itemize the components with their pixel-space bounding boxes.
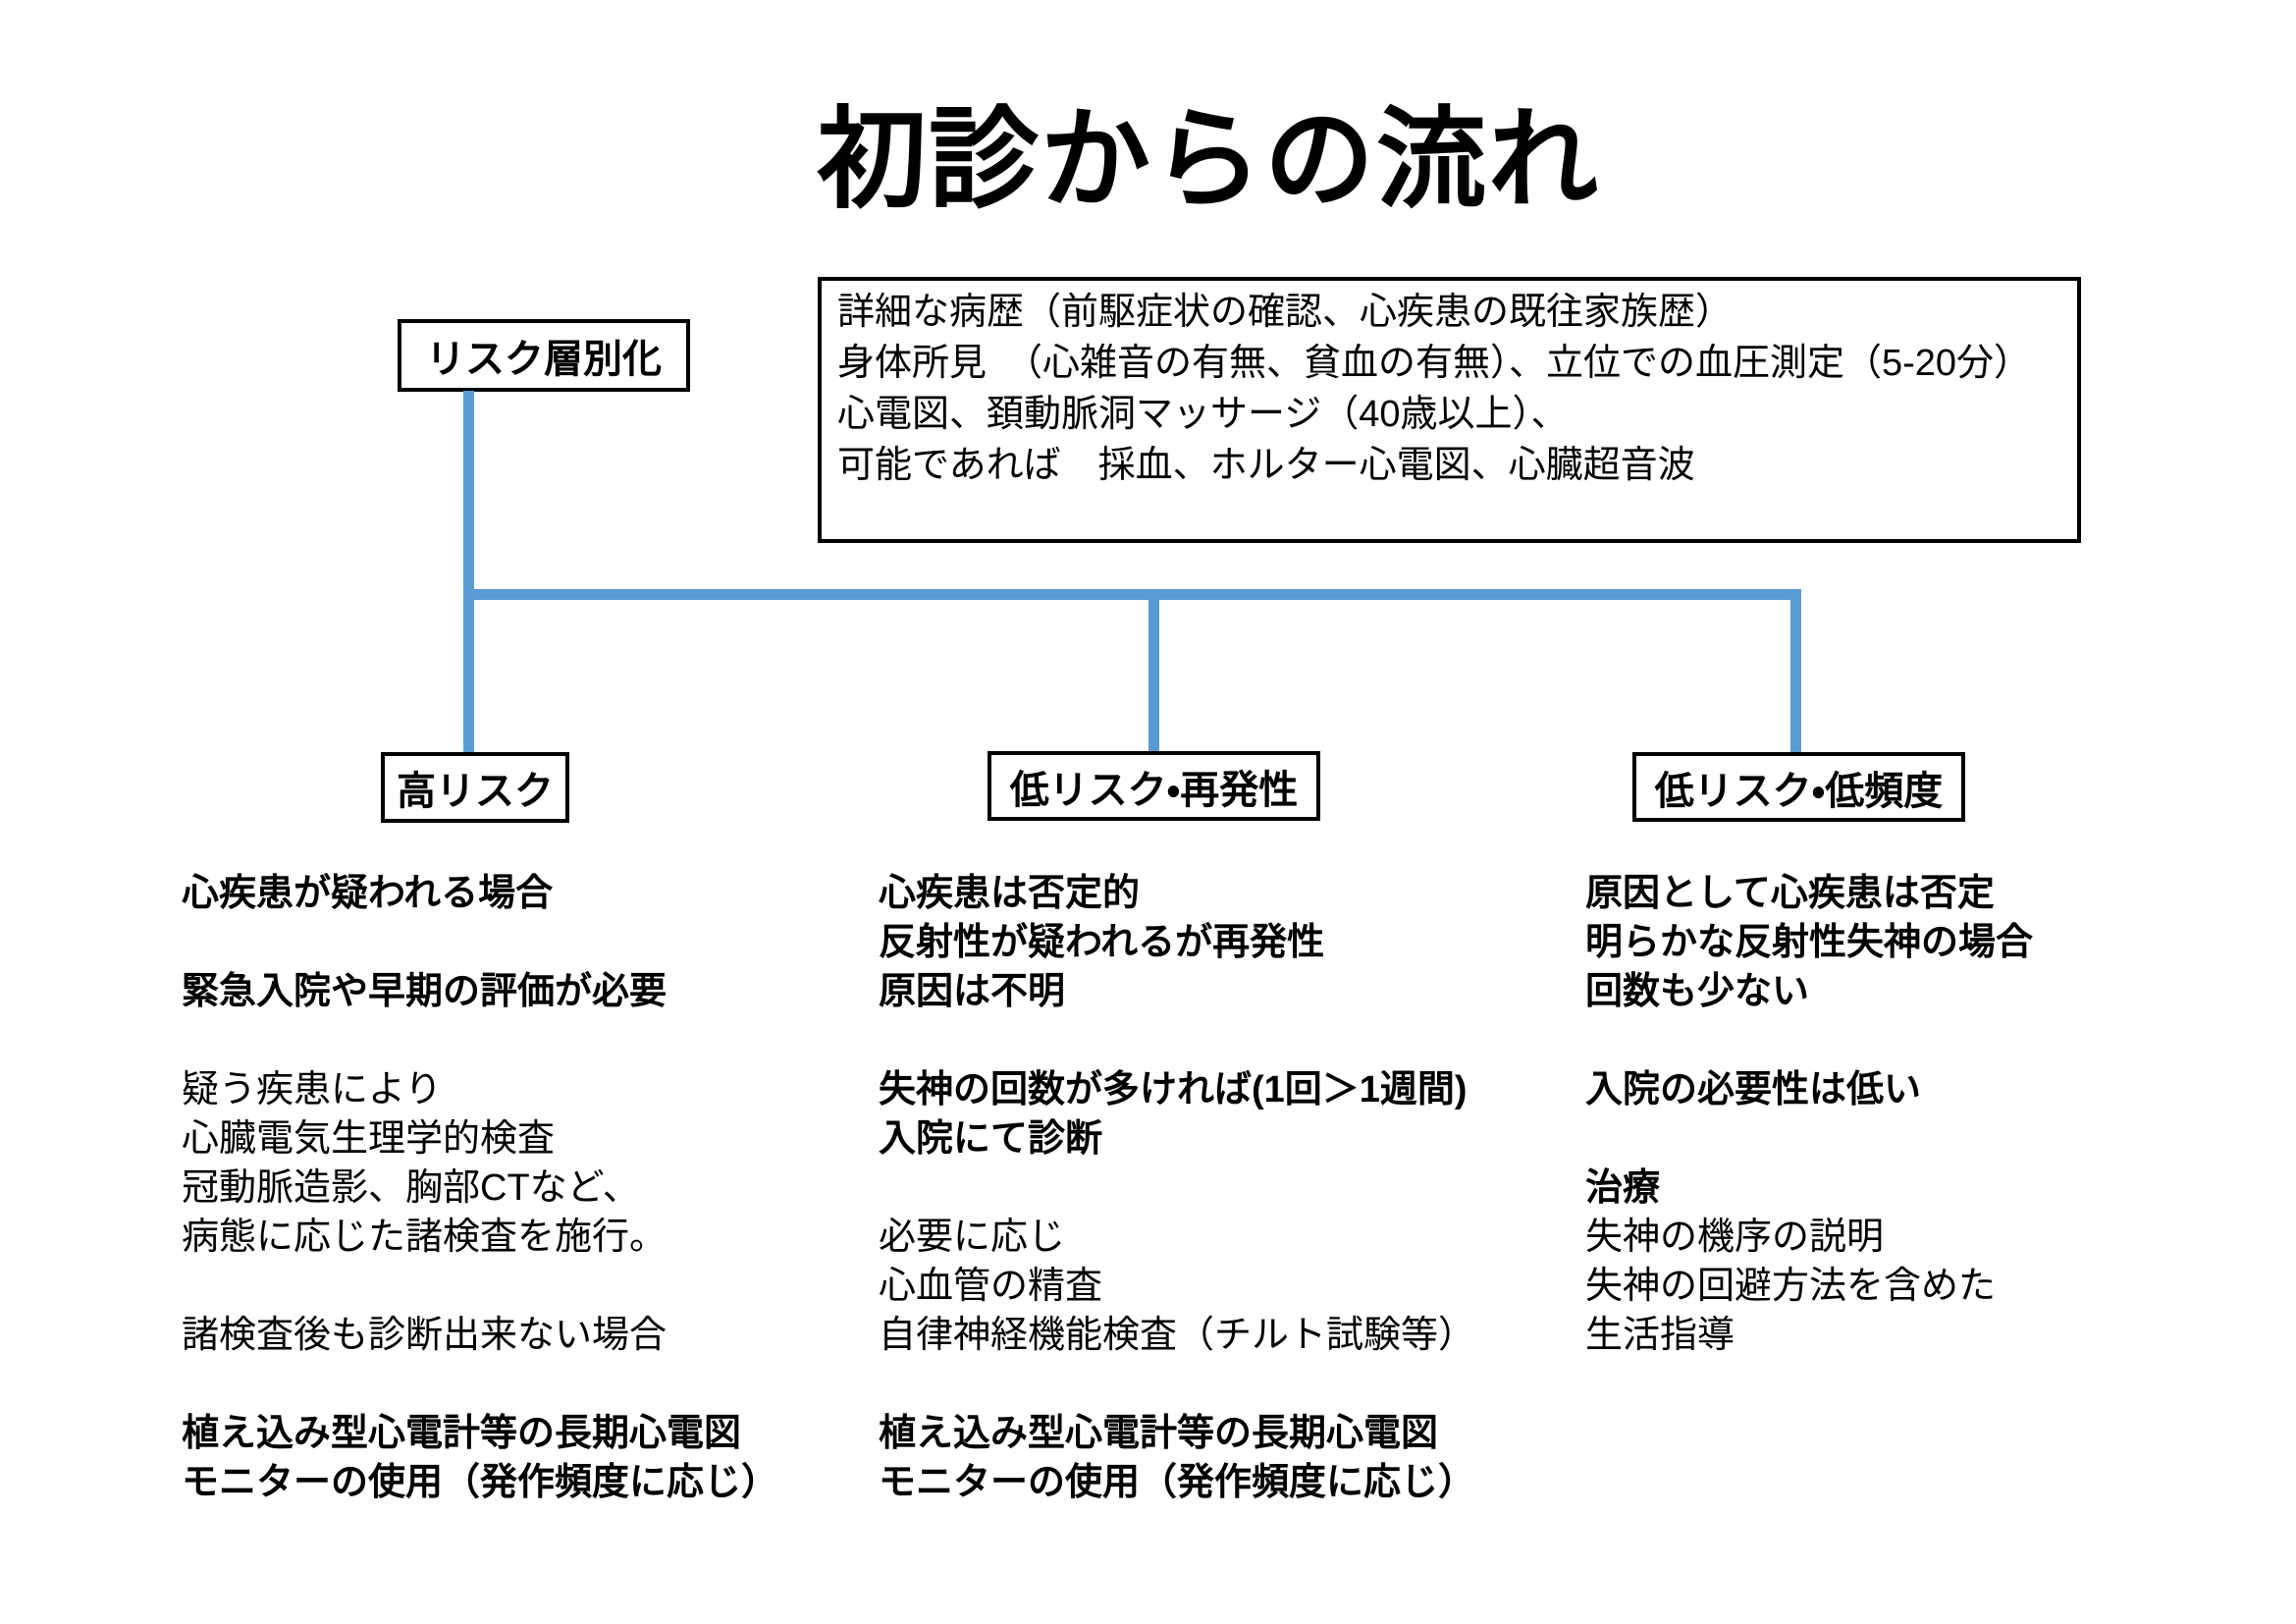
text-line — [1585, 1114, 2033, 1164]
text-line: 心疾患が疑われる場合 — [182, 873, 554, 914]
text-line — [182, 918, 778, 967]
connector-vertical-right — [1790, 589, 1801, 752]
text-line: 自律神経機能検査（チルト試験等） — [879, 1315, 1476, 1356]
text-line: モニターの使用（発作頻度に応じ） — [879, 1462, 1476, 1503]
text-line: 失神の回数が多ければ(1回＞1週間) — [879, 1069, 1468, 1110]
text-line: 心電図、頚動脈洞マッサージ（40歳以上）、 — [837, 394, 1569, 435]
text-line: モニターの使用（発作頻度に応じ） — [182, 1462, 779, 1503]
text-line: 可能であれば 採血、ホルター心電図、心臓超音波 — [837, 445, 1695, 486]
text-line: 植え込み型心電計等の長期心電図 — [182, 1413, 742, 1454]
column-high-risk: 心疾患が疑われる場合 緊急入院や早期の評価が必要 疑う疾患により心臓電気生理学的… — [182, 869, 778, 1507]
text-line: 冠動脈造影、胸部CTなど、 — [182, 1167, 640, 1209]
text-line: 明らかな反射性失神の場合 — [1585, 922, 2034, 963]
column-low-risk-infrequent: 原因として心疾患は否定明らかな反射性失神の場合回数も少ない 入院の必要性は低い … — [1585, 869, 2033, 1360]
branch-box-high-risk: 高リスク — [381, 752, 569, 823]
text-line — [1585, 1016, 2033, 1065]
text-line: 身体所見 （心雑音の有無、貧血の有無）、立位での血圧測定（5-20分） — [837, 343, 2032, 384]
page-title: 初診からの流れ — [817, 98, 1600, 221]
branch-box-low-risk-recurrent: 低リスク・再発性 — [988, 751, 1320, 821]
text-line — [879, 1164, 1475, 1213]
text-line — [182, 1360, 778, 1409]
text-line: 原因として心疾患は否定 — [1585, 873, 1995, 914]
text-line: 治療 — [1585, 1167, 1661, 1209]
text-line: 諸検査後も診断出来ない場合 — [182, 1315, 667, 1356]
connector-vertical-left — [463, 391, 474, 752]
text-line: 入院の必要性は低い — [1585, 1069, 1922, 1110]
text-line: 心臓電気生理学的検査 — [182, 1118, 556, 1160]
text-line: 緊急入院や早期の評価が必要 — [182, 971, 667, 1012]
text-line: 反射性が疑われるが再発性 — [879, 922, 1325, 963]
text-line: 病態に応じた諸検査を施行。 — [182, 1217, 667, 1258]
text-line: 入院にて診断 — [879, 1118, 1103, 1160]
risk-stratification-box: リスク層別化 — [398, 319, 690, 392]
text-line: 生活指導 — [1585, 1315, 1735, 1356]
text-line: 心血管の精査 — [879, 1266, 1103, 1307]
text-line — [182, 1016, 778, 1065]
connector-horizontal — [463, 589, 1801, 600]
text-line — [879, 1360, 1475, 1409]
text-line: 植え込み型心電計等の長期心電図 — [879, 1413, 1439, 1454]
text-line — [879, 1016, 1475, 1065]
text-line — [182, 1262, 778, 1311]
connector-vertical-middle — [1148, 589, 1159, 751]
text-line: 失神の機序の説明 — [1585, 1217, 1885, 1258]
text-line: 心疾患は否定的 — [879, 873, 1141, 914]
column-low-risk-recurrent: 心疾患は否定的反射性が疑われるが再発性原因は不明 失神の回数が多ければ(1回＞1… — [879, 869, 1475, 1507]
text-line: 必要に応じ — [879, 1217, 1066, 1258]
branch-box-low-risk-infrequent: 低リスク・低頻度 — [1632, 752, 1965, 822]
text-line: 疑う疾患により — [182, 1069, 443, 1110]
text-line: 失神の回避方法を含めた — [1585, 1266, 1997, 1307]
text-line: 原因は不明 — [879, 971, 1066, 1012]
text-line: 回数も少ない — [1585, 971, 1810, 1012]
text-line: 詳細な病歴（前駆症状の確認、心疾患の既往家族歴） — [837, 292, 1734, 333]
initial-workup-box: 詳細な病歴（前駆症状の確認、心疾患の既往家族歴） 身体所見 （心雑音の有無、貧血の… — [818, 277, 2081, 543]
